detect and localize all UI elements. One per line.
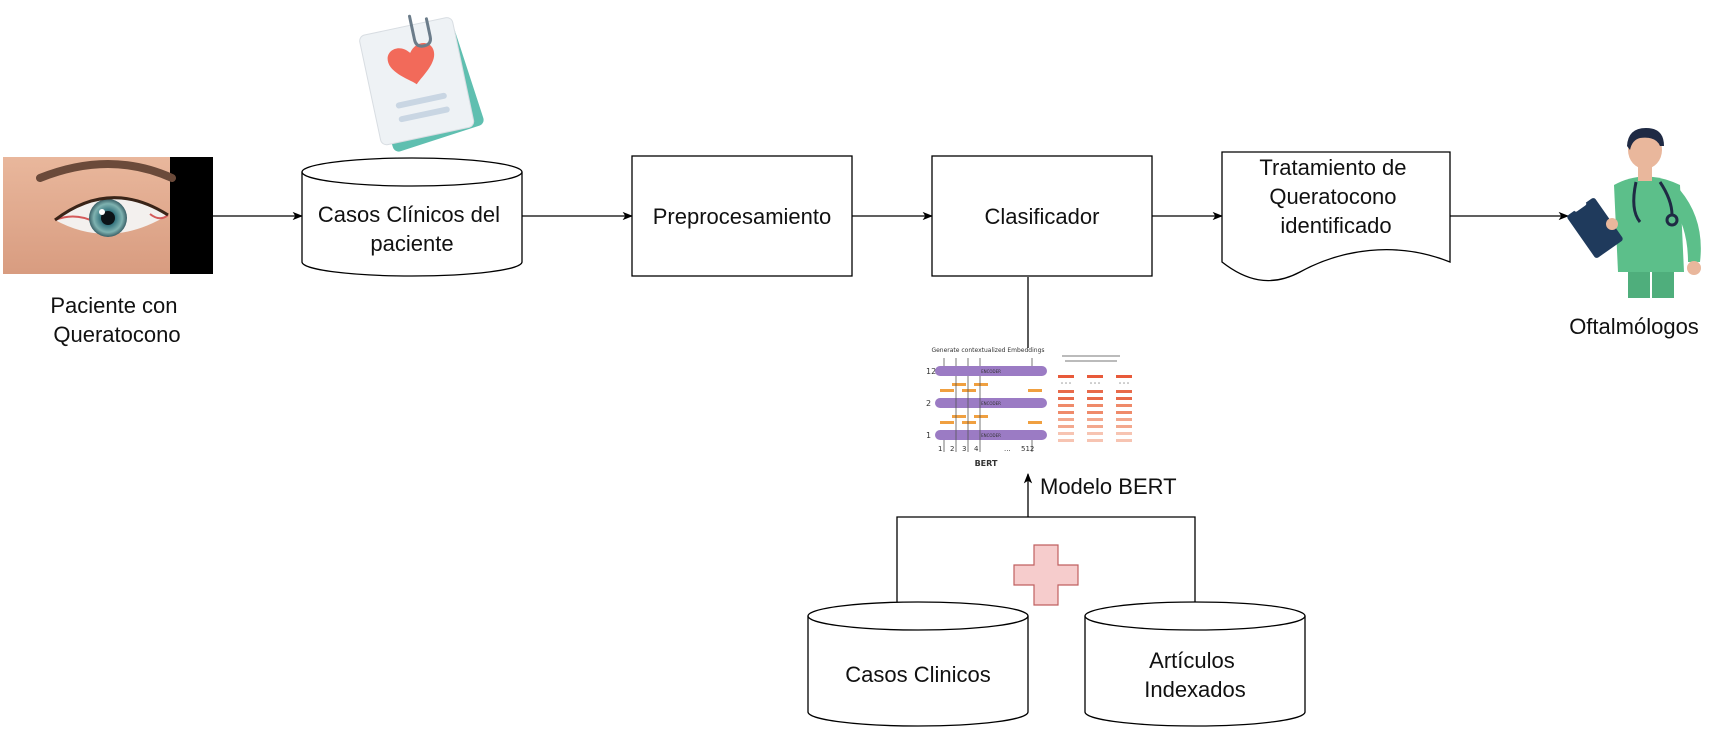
bert-token-4: 4 [974,445,979,453]
indexed-articles-label: Artículos Indexados [1144,648,1246,702]
bert-layer-label-1: 1 [926,431,931,440]
ophthalmologists-node: Oftalmólogos [1567,128,1701,339]
clinical-cases-patient-db: Casos Clínicos del paciente [301,157,523,277]
ophthalmologists-label: Oftalmólogos [1569,314,1699,339]
clinical-cases-db: Casos Clinicos [807,601,1029,727]
eye-photo [3,157,213,274]
classifier-box: Clasificador [931,155,1153,277]
patient-label: Paciente con Queratocono [50,293,183,347]
bert-figure-header: Generate contextualized Embeddings [931,347,1044,354]
bert-token-1: 1 [938,445,942,453]
treatment-document: Tratamiento de Queratocono identificado [1221,151,1451,282]
treatment-label: Tratamiento de Queratocono identificado [1259,155,1412,238]
preprocessing-box: Preprocesamiento [631,155,853,277]
bert-encoder-text-bottom: ENCODER [981,433,1001,438]
bert-embedding-grid [1058,355,1132,442]
classifier-label: Clasificador [985,204,1100,229]
clinical-cases-patient-label: Casos Clínicos del paciente [318,202,506,256]
indexed-articles-db: Artículos Indexados [1084,601,1306,727]
clinical-cases-label: Casos Clinicos [845,662,991,687]
plus-icon [1013,544,1079,606]
bert-encoder-text-top: ENCODER [981,369,1001,374]
bert-token-3: 3 [962,445,966,453]
bert-encoder-bar-top [935,366,1047,376]
bert-model-figure: Generate contextualized Embeddings 12 2 … [926,347,1177,499]
edge-sources-to-bert [896,516,1196,602]
bert-token-2: 2 [950,445,954,453]
bert-figure-title: BERT [975,459,998,468]
bert-layer-label-12: 12 [926,367,936,376]
patient-node: Paciente con Queratocono [3,157,213,347]
bert-encoder-bar-mid [935,398,1047,408]
bert-token-512: 512 [1021,445,1034,453]
medical-clipboard-icon [359,14,484,152]
preprocessing-label: Preprocesamiento [653,204,832,229]
bert-token-ellipsis: ... [1004,445,1011,453]
bert-encoder-bar-bottom [935,430,1047,440]
bert-model-label: Modelo BERT [1040,474,1177,499]
doctor-illustration [1567,128,1701,298]
bert-layer-label-2: 2 [926,399,931,408]
bert-encoder-text-mid: ENCODER [981,401,1001,406]
edges [213,211,1570,602]
